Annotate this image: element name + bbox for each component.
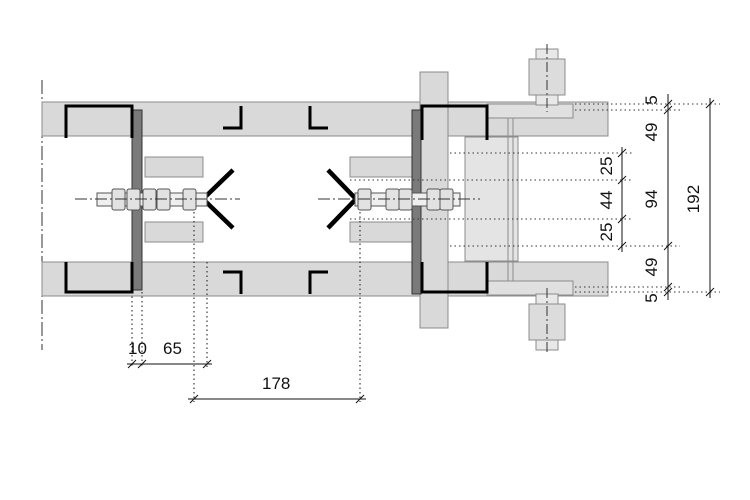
angle-bottom-left [223, 270, 243, 294]
dim-44: 44 [597, 191, 616, 210]
bottom-anchor-assembly [528, 288, 566, 355]
dim-5-bottom: 5 [642, 293, 661, 302]
angle-top-left [223, 106, 243, 130]
top-anchor-assembly [528, 44, 566, 112]
right-dimension-lines [617, 94, 715, 300]
angle-bottom-right [308, 270, 328, 294]
dim-94: 94 [642, 190, 661, 209]
right-upper-cross-member [349, 156, 413, 178]
dimension-texts: 10 65 178 5 49 25 44 25 94 49 5 192 [128, 95, 703, 393]
angle-top-right [308, 106, 328, 130]
right-lower-cross-member [349, 221, 413, 243]
right-top-channel [420, 104, 489, 140]
dim-25-bottom: 25 [597, 223, 616, 242]
bottom-dimension-lines [127, 212, 366, 404]
dim-178: 178 [262, 374, 290, 393]
dim-10: 10 [128, 339, 147, 358]
left-lower-cross-member [144, 221, 204, 243]
dim-49-top: 49 [642, 123, 661, 142]
right-connection-block [464, 136, 519, 262]
dim-65: 65 [163, 339, 182, 358]
left-top-channel [64, 104, 134, 138]
dim-49-bottom: 49 [642, 258, 661, 277]
dim-5-top: 5 [642, 95, 661, 104]
dim-25-top: 25 [597, 157, 616, 176]
left-bolt-assembly [96, 188, 208, 211]
bottom-side-bracket [486, 280, 574, 296]
left-bottom-channel [64, 262, 134, 294]
right-bottom-channel [420, 262, 489, 294]
dim-192: 192 [684, 185, 703, 213]
right-extension-lines [350, 103, 720, 293]
left-upper-cross-member [144, 156, 204, 178]
top-side-bracket [486, 103, 574, 119]
